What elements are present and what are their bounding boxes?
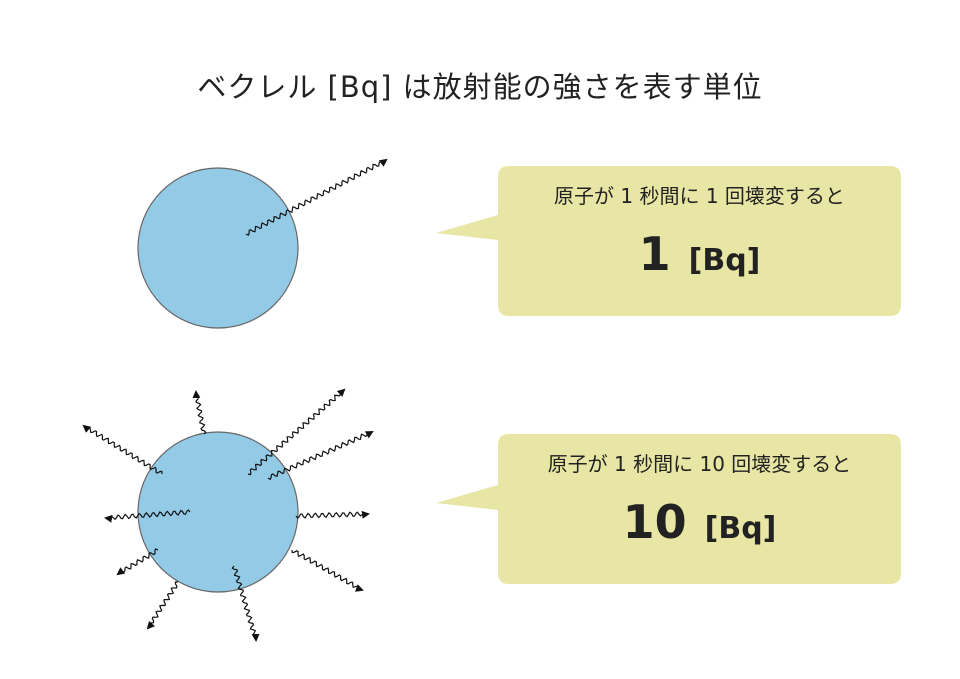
atom-2 bbox=[137, 431, 299, 593]
panel-1-caption: 原子が 1 秒間に 1 回壊変すると bbox=[554, 184, 845, 208]
panel-2-caption: 原子が 1 秒間に 10 回壊変すると bbox=[547, 452, 852, 476]
radiation-ray-1 bbox=[245, 158, 388, 237]
radiation-rays-2 bbox=[82, 388, 374, 642]
panel-1-value: 1 bbox=[638, 227, 671, 281]
page-title: ベクレル [Bq] は放射能の強さを表す単位 bbox=[197, 70, 763, 104]
atom-1 bbox=[137, 167, 299, 329]
panel-2-unit: [Bq] bbox=[704, 511, 777, 546]
panel-1-unit: [Bq] bbox=[688, 243, 761, 278]
radiation-ray-3 bbox=[192, 390, 207, 435]
speech-bubble-1 bbox=[436, 166, 901, 316]
radiation-ray-4 bbox=[247, 388, 346, 476]
panel-2-text: 原子が 1 秒間に 10 回壊変すると 10 [Bq] bbox=[498, 448, 901, 549]
radiation-rays-1 bbox=[245, 158, 388, 237]
radiation-ray-6 bbox=[295, 510, 370, 519]
speech-bubble-2 bbox=[436, 434, 901, 584]
radiation-ray-10 bbox=[116, 548, 159, 576]
radiation-ray-9 bbox=[146, 581, 179, 630]
radiation-ray-7 bbox=[291, 549, 364, 592]
radiation-ray-2 bbox=[82, 424, 163, 475]
radiation-ray-5 bbox=[267, 431, 374, 481]
panel-2-value: 10 bbox=[622, 495, 687, 549]
panel-1-text: 原子が 1 秒間に 1 回壊変すると 1 [Bq] bbox=[498, 180, 901, 281]
radiation-ray-8 bbox=[231, 565, 260, 642]
radiation-ray-11 bbox=[104, 509, 191, 523]
